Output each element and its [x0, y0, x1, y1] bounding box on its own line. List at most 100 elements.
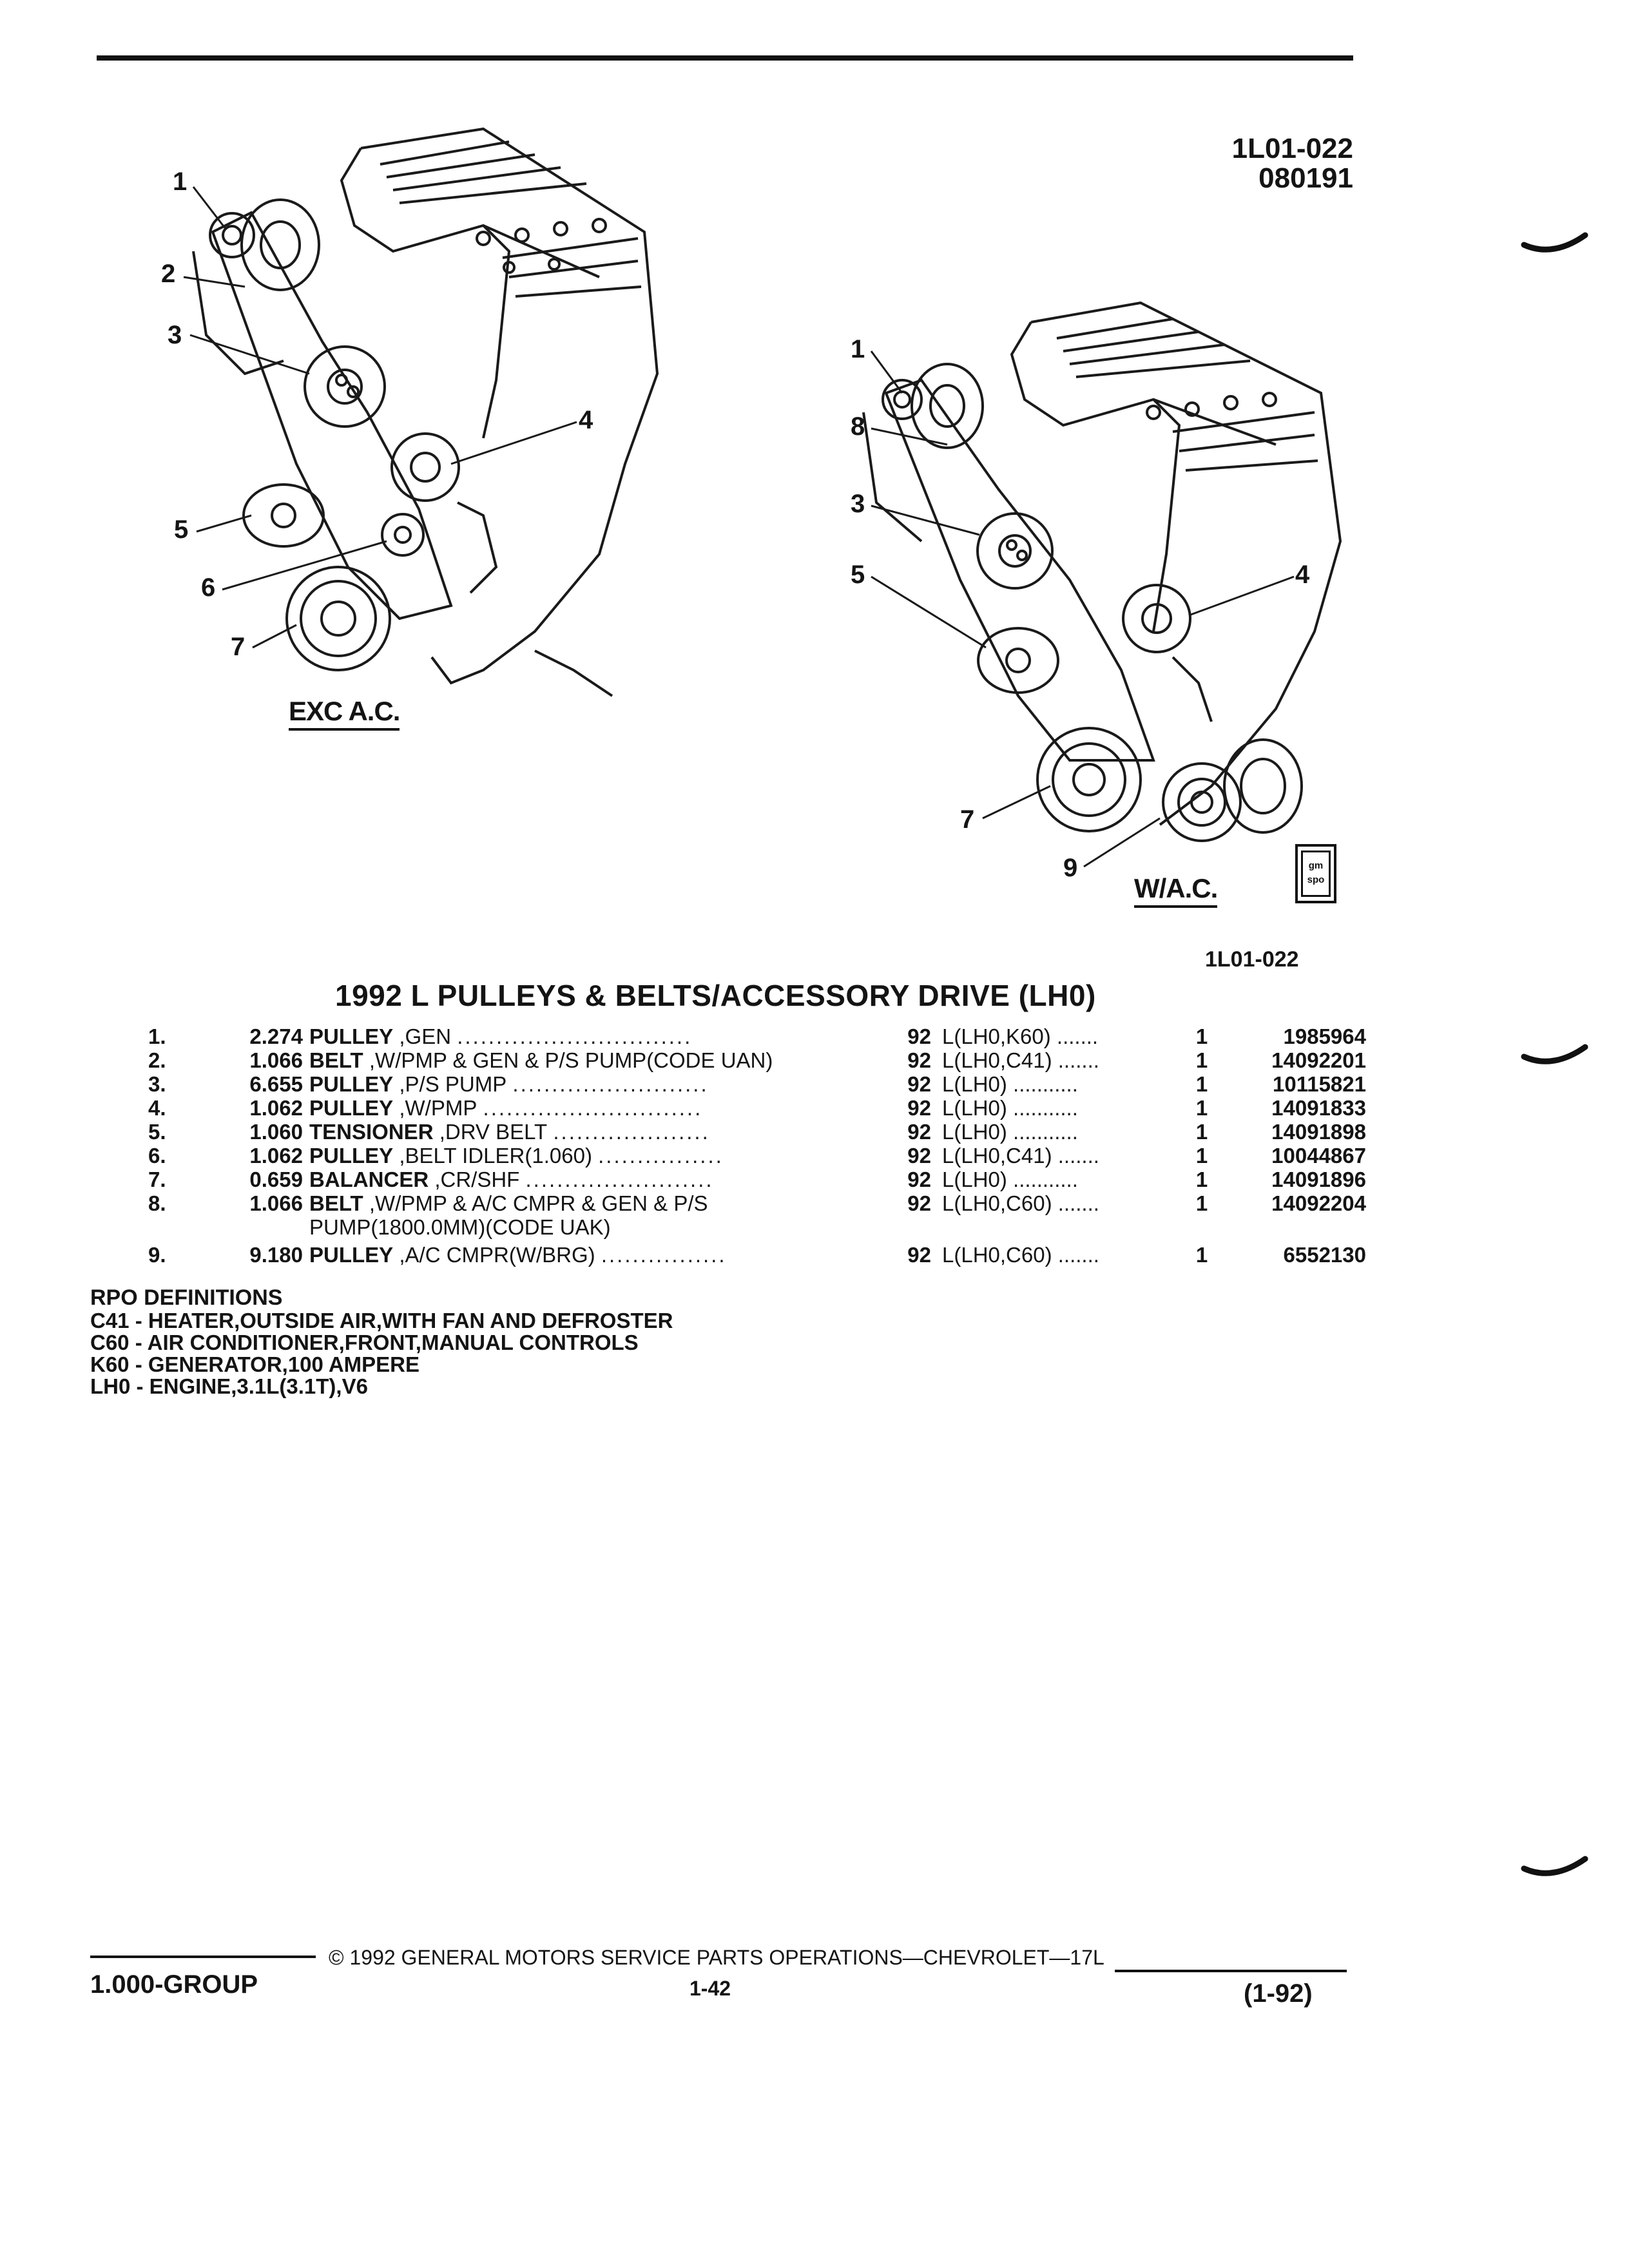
quantity: 1: [1195, 1144, 1208, 1168]
figure-number-block: 1L01-022 080191: [1134, 134, 1353, 193]
part-number: 1985964: [1283, 1024, 1366, 1048]
item-number: 3.: [148, 1072, 166, 1096]
group-code: 1.062: [249, 1144, 303, 1168]
quantity: 1: [1195, 1072, 1208, 1096]
usage-code: L(LH0) ...........: [942, 1168, 1078, 1191]
quantity: 1: [1195, 1243, 1208, 1267]
figure-date: 080191: [1258, 162, 1353, 194]
leader-dots: .........................: [512, 1072, 709, 1096]
figure-code: 1L01-022: [1231, 133, 1353, 164]
parts-row: 5. 1.060 TENSIONER ,DRV BELT ...........…: [148, 1120, 1366, 1144]
leader-dots: ................: [598, 1144, 724, 1168]
group-code: 1.066: [249, 1048, 303, 1072]
part-name: PULLEY: [309, 1024, 394, 1048]
group-code: 1.066: [249, 1191, 303, 1215]
callout-1: 1: [173, 168, 188, 196]
parts-row: 7. 0.659 BALANCER ,CR/SHF ..............…: [148, 1168, 1366, 1191]
part-detail: ,CR/SHF: [429, 1168, 520, 1191]
usage-code: L(LH0) ...........: [942, 1120, 1078, 1144]
item-number: 5.: [148, 1120, 166, 1144]
part-detail: ,DRV BELT: [433, 1120, 548, 1144]
usage-code: L(LH0,C41) .......: [942, 1144, 1099, 1168]
part-description: TENSIONER ,DRV BELT ....................: [309, 1120, 979, 1144]
quantity: 1: [1195, 1096, 1208, 1120]
copyright-notice: © 1992 GENERAL MOTORS SERVICE PARTS OPER…: [329, 1946, 1104, 1969]
part-detail: ,P/S PUMP: [393, 1072, 507, 1096]
usage-code: L(LH0,K60) .......: [942, 1024, 1099, 1048]
binding-mark: [1521, 232, 1588, 253]
callout-5: 5: [851, 561, 865, 589]
part-number: 14092204: [1271, 1191, 1366, 1215]
item-number: 1.: [148, 1024, 166, 1048]
gm-spo-logo: gm spo: [1295, 844, 1336, 903]
part-number: 14092201: [1271, 1048, 1366, 1072]
page-number: 1-42: [689, 1977, 731, 2000]
part-name: PULLEY: [309, 1144, 394, 1168]
logo-text: gm spo: [1301, 850, 1331, 897]
usage-code: L(LH0,C60) .......: [942, 1191, 1099, 1215]
figure-id: 1L01-022: [1205, 947, 1299, 972]
part-detail: ,A/C CMPR(W/BRG): [393, 1243, 595, 1267]
quantity: 1: [1195, 1024, 1208, 1048]
leader-dots: ................: [601, 1243, 727, 1267]
part-detail: ,BELT IDLER(1.060): [393, 1144, 592, 1168]
part-name: BALANCER: [309, 1168, 429, 1191]
quantity: 1: [1195, 1168, 1208, 1191]
group-code: 6.655: [249, 1072, 303, 1096]
top-rule: [97, 55, 1353, 61]
usage-code: L(LH0,C41) .......: [942, 1048, 1099, 1072]
illustration-exc-ac: 1 2 3 4 5 6 7 EXC A.C.: [148, 103, 677, 735]
part-description: PULLEY ,A/C CMPR(W/BRG) ................: [309, 1243, 979, 1267]
callout-leaders-left: [183, 186, 577, 649]
part-name: BELT: [309, 1048, 363, 1072]
part-name: PULLEY: [309, 1072, 394, 1096]
rpo-line: LH0 - ENGINE,3.1L(3.1T),V6: [90, 1374, 368, 1398]
callout-1: 1: [851, 335, 865, 363]
part-description: PULLEY ,P/S PUMP .......................…: [309, 1072, 979, 1096]
part-number: 10044867: [1271, 1144, 1366, 1168]
rpo-title: RPO DEFINITIONS: [90, 1285, 283, 1310]
quantity: 1: [1195, 1120, 1208, 1144]
group-code: 1.060: [249, 1120, 303, 1144]
binding-mark: [1521, 1044, 1588, 1064]
rpo-line: C41 - HEATER,OUTSIDE AIR,WITH FAN AND DE…: [90, 1309, 673, 1332]
leader-dots: ....................: [553, 1120, 710, 1144]
group-number: 1.000-GROUP: [90, 1970, 258, 1999]
item-number: 2.: [148, 1048, 166, 1072]
revision-date: (1-92): [1244, 1979, 1313, 2008]
group-code: 0.659: [249, 1168, 303, 1191]
part-name: BELT: [309, 1191, 363, 1215]
engine-drawing-exc-ac: [192, 127, 659, 697]
quantity: 1: [1195, 1048, 1208, 1072]
part-description: BALANCER ,CR/SHF .......................…: [309, 1168, 979, 1191]
illustration-w-ac: 1 8 3 5 4 7 9 W/A.C. gm spo: [851, 296, 1360, 915]
part-description: BELT ,W/PMP & GEN & P/S PUMP(CODE UAN): [309, 1048, 979, 1072]
part-description: PULLEY ,W/PMP ..........................…: [309, 1096, 979, 1120]
callout-5: 5: [174, 515, 189, 544]
item-number: 8.: [148, 1191, 166, 1215]
model-year: 92: [907, 1048, 931, 1072]
model-year: 92: [907, 1120, 931, 1144]
usage-code: L(LH0) ...........: [942, 1072, 1078, 1096]
part-description: PULLEY ,BELT IDLER(1.060) ..............…: [309, 1144, 979, 1168]
parts-row: 6. 1.062 PULLEY ,BELT IDLER(1.060) .....…: [148, 1144, 1366, 1168]
parts-list: 1. 2.274 PULLEY ,GEN ...................…: [148, 1024, 1366, 1267]
callout-7: 7: [960, 805, 975, 834]
model-year: 92: [907, 1144, 931, 1168]
binding-mark: [1521, 1856, 1588, 1876]
caption-exc-ac: EXC A.C.: [289, 696, 400, 731]
usage-code: L(LH0) ...........: [942, 1096, 1078, 1120]
callout-4: 4: [579, 406, 593, 434]
item-number: 7.: [148, 1168, 166, 1191]
callout-8: 8: [851, 412, 865, 441]
parts-row: 4. 1.062 PULLEY ,W/PMP .................…: [148, 1096, 1366, 1120]
parts-row: 8. 1.066 BELT ,W/PMP & A/C CMPR & GEN & …: [148, 1191, 1366, 1239]
parts-row: 9. 9.180 PULLEY ,A/C CMPR(W/BRG) .......…: [148, 1243, 1366, 1267]
part-name: TENSIONER: [309, 1120, 434, 1144]
part-detail: ,W/PMP: [393, 1096, 477, 1120]
model-year: 92: [907, 1243, 931, 1267]
group-code: 9.180: [249, 1243, 303, 1267]
item-number: 9.: [148, 1243, 166, 1267]
parts-row: 2. 1.066 BELT ,W/PMP & GEN & P/S PUMP(CO…: [148, 1048, 1366, 1072]
footer-rule-left: [90, 1956, 316, 1958]
